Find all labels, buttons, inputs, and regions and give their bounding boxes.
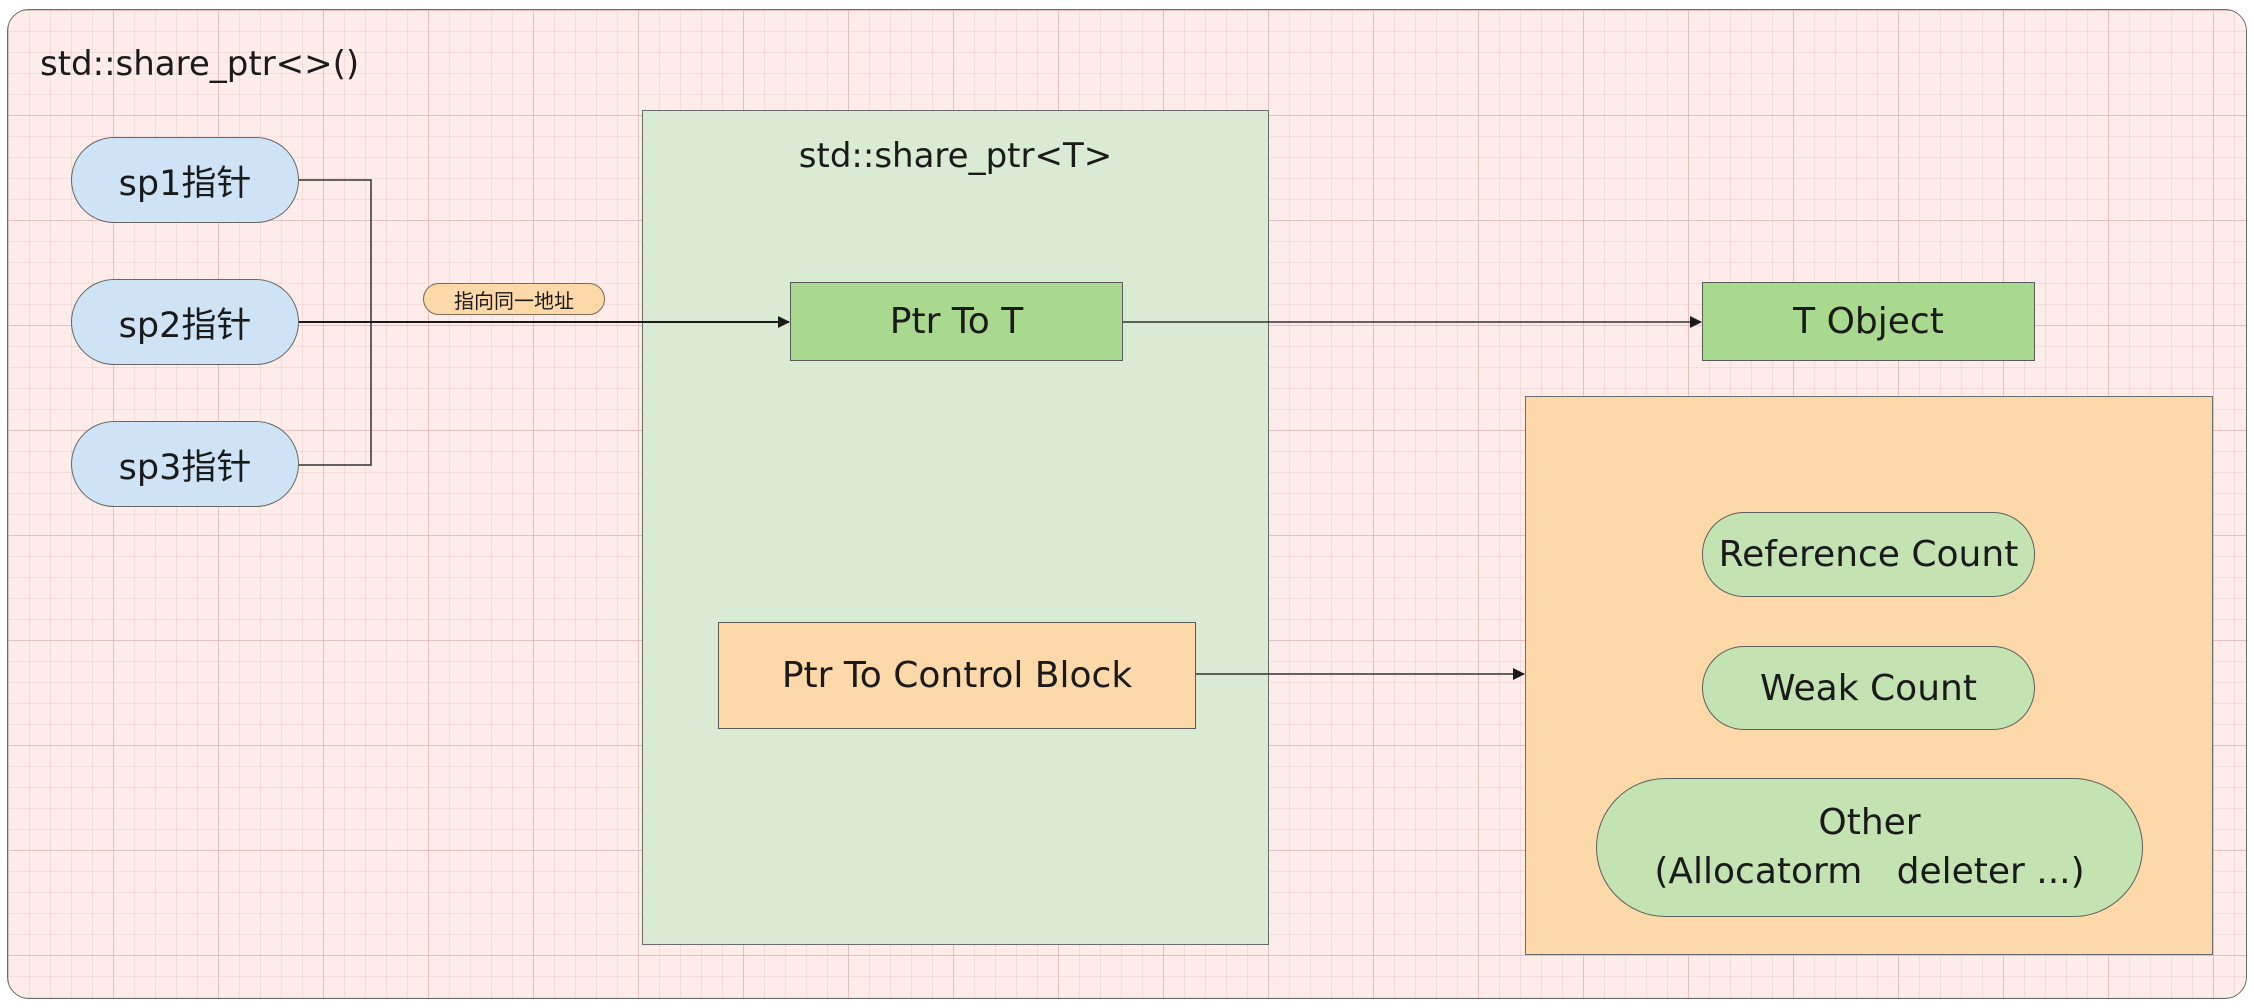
sp1-pointer-node[interactable]: sp1指针 (71, 137, 299, 223)
ptr-to-control-block-box[interactable]: Ptr To Control Block (718, 622, 1196, 729)
other-node[interactable]: Other (Allocatorm deleter ...) (1596, 778, 2143, 917)
frame-title: std::share_ptr<>() (40, 44, 360, 84)
same-address-edge-label: 指向同一地址 (423, 283, 605, 315)
ptr-to-t-box[interactable]: Ptr To T (790, 282, 1123, 361)
t-object-box[interactable]: T Object (1702, 282, 2035, 361)
shared-ptr-struct-title: std::share_ptr<T> (798, 136, 1113, 176)
sp3-pointer-node[interactable]: sp3指针 (71, 421, 299, 507)
weak-count-node[interactable]: Weak Count (1702, 646, 2035, 730)
sp2-pointer-node[interactable]: sp2指针 (71, 279, 299, 365)
reference-count-node[interactable]: Reference Count (1702, 512, 2035, 597)
other-node-title: Other (1818, 801, 1921, 843)
other-node-detail: (Allocatorm deleter ...) (1654, 850, 2085, 892)
shared-ptr-struct-box[interactable] (642, 110, 1269, 945)
